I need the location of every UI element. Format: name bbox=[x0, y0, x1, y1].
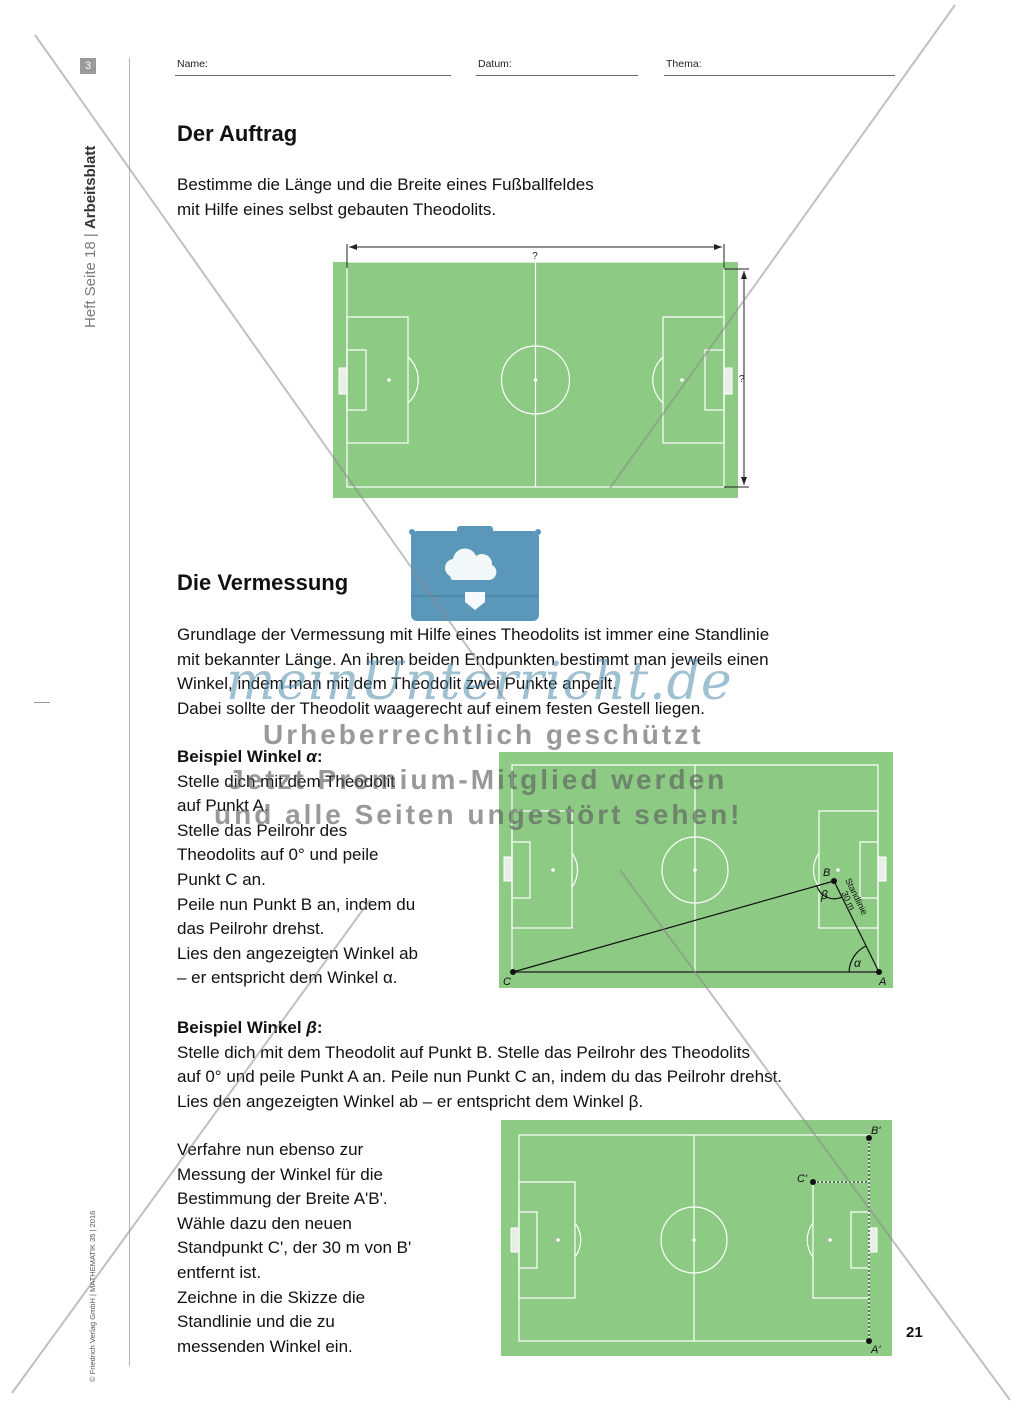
point-c-label: C bbox=[503, 976, 511, 988]
penalty-spot-left bbox=[556, 1238, 560, 1242]
example-alpha-heading: Beispiel Winkel α: bbox=[177, 745, 418, 770]
point-a-marker bbox=[876, 969, 882, 975]
text-line: das Peilrohr drehst. bbox=[177, 919, 325, 939]
text-line: Stelle dich mit dem Theodolit auf Punkt … bbox=[177, 1042, 750, 1062]
text-line: Punkt C an. bbox=[177, 869, 266, 889]
penalty-spot-right bbox=[680, 378, 684, 382]
text-line: Bestimme die Länge und die Breite eines … bbox=[177, 175, 594, 194]
goal-left bbox=[503, 856, 513, 882]
sidebar-title-main: Arbeitsblatt bbox=[82, 145, 99, 230]
watermark-line-2: Jetzt Premium-Mitglied werden bbox=[228, 764, 728, 795]
point-c-prime-label: C' bbox=[797, 1173, 808, 1185]
sidebar-title-separator: | bbox=[82, 233, 99, 238]
beta-angle-label: β bbox=[820, 888, 828, 902]
text-line: messenden Winkel ein. bbox=[177, 1336, 353, 1356]
text-line: Stelle dich mit dem Theodolit bbox=[177, 771, 395, 791]
topic-field[interactable] bbox=[664, 75, 895, 76]
name-label: Name: bbox=[177, 58, 208, 70]
text-line: Peile nun Punkt B an, indem du bbox=[177, 894, 416, 914]
topic-label: Thema: bbox=[666, 58, 702, 70]
point-b-marker bbox=[831, 878, 837, 884]
text-line: Stelle das Peilrohr des bbox=[177, 820, 348, 840]
text-line: Lies den angezeigten Winkel ab – er ents… bbox=[177, 1091, 644, 1111]
penalty-spot-left bbox=[387, 378, 391, 382]
text-line: mit Hilfe eines selbst gebauten Theodoli… bbox=[177, 199, 497, 219]
text-line: Bestimmung der Breite A'B'. bbox=[177, 1189, 388, 1209]
point-b-label: B bbox=[823, 867, 830, 879]
text-line: Messung der Winkel für die bbox=[177, 1164, 383, 1184]
goal-right bbox=[877, 856, 887, 882]
text-line: – er entspricht dem Winkel α. bbox=[177, 968, 398, 988]
text-line: entfernt ist. bbox=[177, 1262, 262, 1282]
point-b-prime-label: B' bbox=[871, 1125, 881, 1137]
point-a-label: A bbox=[878, 976, 886, 988]
text-line: Standlinie und die zu bbox=[177, 1312, 335, 1332]
point-c-prime-marker bbox=[810, 1179, 816, 1185]
pitch-surface bbox=[501, 1120, 892, 1356]
section-title-auftrag: Der Auftrag bbox=[177, 121, 298, 146]
sidebar-title: Heft Seite 18 | Arbeitsblatt bbox=[82, 146, 99, 328]
name-field[interactable] bbox=[175, 75, 451, 76]
alpha-symbol: α bbox=[306, 747, 317, 766]
chapter-number-badge: 3 bbox=[80, 58, 96, 74]
goal-right bbox=[868, 1227, 878, 1253]
section-title-vermessung: Die Vermessung bbox=[177, 570, 349, 595]
text-line: Grundlage der Vermessung mit Hilfe eines… bbox=[177, 625, 770, 644]
heading-colon: : bbox=[316, 747, 323, 766]
text-line: Theodolits auf 0° und peile bbox=[177, 845, 379, 865]
heading-colon: : bbox=[316, 1018, 323, 1037]
auftrag-text: Bestimme die Länge und die Breite eines … bbox=[177, 173, 594, 222]
page-number: 21 bbox=[906, 1324, 923, 1341]
task-pitch-diagram: B' A' C' bbox=[501, 1120, 892, 1356]
watermark-brand: meinUnterricht.de bbox=[226, 652, 733, 712]
text-line: Dabei sollte der Theodolit waagerecht au… bbox=[177, 698, 705, 718]
text-line: auf Punkt A. bbox=[177, 796, 269, 816]
briefcase-cloud-icon bbox=[409, 526, 541, 621]
center-spot bbox=[693, 868, 697, 872]
point-c-marker bbox=[510, 969, 516, 975]
goal-left bbox=[338, 367, 348, 395]
text-line: Wähle dazu den neuen bbox=[177, 1213, 352, 1233]
text-line: auf 0° und peile Punkt A an. Peile nun P… bbox=[177, 1067, 783, 1087]
heading-text: Beispiel Winkel bbox=[177, 1018, 307, 1037]
text-line: Zeichne in die Skizze die bbox=[177, 1287, 366, 1307]
text-line: Lies den angezeigten Winkel ab bbox=[177, 943, 418, 963]
sidebar-title-prefix: Heft Seite 18 bbox=[82, 241, 99, 328]
task-text: Verfahre nun ebenso zur Messung der Wink… bbox=[177, 1138, 411, 1359]
center-spot bbox=[692, 1238, 696, 1242]
center-spot bbox=[533, 378, 538, 382]
beta-symbol: β bbox=[306, 1018, 317, 1037]
example-beta-text: Beispiel Winkel β: Stelle dich mit dem T… bbox=[177, 1016, 782, 1114]
watermark-line-3: und alle Seiten ungestört sehen! bbox=[214, 799, 743, 830]
point-a-prime-label: A' bbox=[870, 1344, 881, 1356]
football-pitch-diagram: ? ? bbox=[333, 244, 749, 498]
example-beta-heading: Beispiel Winkel β: bbox=[177, 1016, 782, 1041]
sidebar-divider bbox=[129, 58, 130, 1366]
text-line: Standpunkt C', der 30 m von B' bbox=[177, 1238, 412, 1258]
text-line: Verfahre nun ebenso zur bbox=[177, 1140, 364, 1159]
heading-text: Beispiel Winkel bbox=[177, 747, 307, 766]
copyright-notice: © Friedrich Verlag GmbH | MATHEMATIK 35 … bbox=[88, 1210, 97, 1382]
margin-mark bbox=[34, 702, 50, 703]
penalty-spot-right bbox=[828, 1238, 832, 1242]
width-question-mark: ? bbox=[739, 374, 745, 385]
watermark-line-1: Urheberrechtlich geschützt bbox=[263, 719, 704, 750]
goal-left bbox=[510, 1227, 520, 1253]
date-field[interactable] bbox=[476, 75, 638, 76]
alpha-angle-label: α bbox=[854, 956, 862, 970]
penalty-spot-right bbox=[836, 868, 840, 872]
penalty-spot-left bbox=[551, 868, 555, 872]
date-label: Datum: bbox=[478, 58, 512, 70]
length-question-mark: ? bbox=[532, 251, 538, 262]
goal-right bbox=[723, 367, 733, 395]
